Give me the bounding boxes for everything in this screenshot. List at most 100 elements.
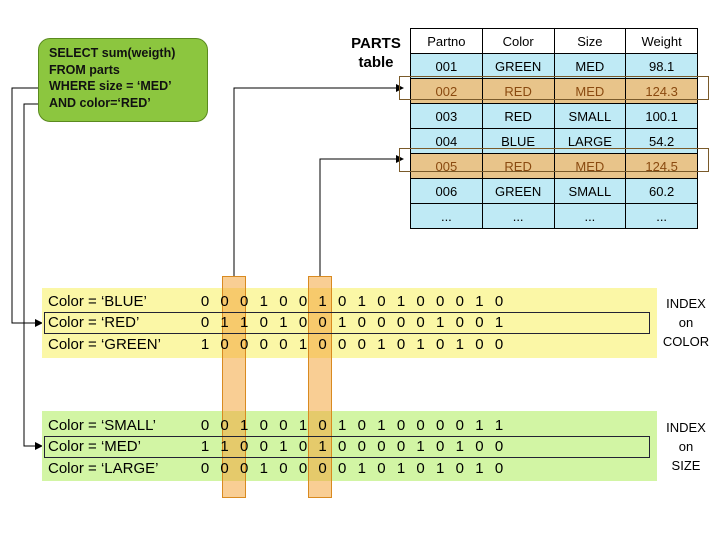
bit-value: 0 [318, 460, 327, 477]
bit-value: 0 [220, 336, 229, 353]
red-row-outline [44, 312, 650, 334]
parts-table-label: PARTS table [345, 34, 407, 72]
bit-value: 0 [455, 460, 464, 477]
bit-value: 0 [475, 336, 484, 353]
bit-value: 0 [357, 417, 366, 434]
table-row: 003 RED SMALL 100.1 [410, 103, 698, 129]
bit-value: 0 [279, 336, 288, 353]
bit-value: 0 [298, 314, 308, 331]
bit-value: 1 [377, 417, 386, 434]
bit-value: 0 [416, 417, 425, 434]
bit-value: 1 [298, 336, 308, 353]
bit-value: 0 [416, 460, 425, 477]
column-header: Weight [625, 28, 698, 54]
bit-value: 1 [259, 293, 268, 310]
arrow-bitcol-to-row-005 [319, 155, 404, 276]
bit-value: 1 [416, 438, 425, 455]
bit-value: 0 [240, 438, 249, 455]
bit-value: 0 [357, 336, 366, 353]
table-row: 004 BLUE LARGE 54.2 [410, 128, 698, 154]
bit-value: 0 [436, 293, 445, 310]
cell-color: GREEN [481, 178, 555, 204]
bit-value: 0 [357, 438, 366, 455]
row-002-outline [399, 76, 709, 100]
bit-value: 1 [200, 438, 210, 455]
index-row-label: Color = ‘GREEN’ [48, 336, 161, 353]
bit-value: 0 [494, 460, 504, 477]
cell-size: SMALL [553, 178, 627, 204]
bit-value: 0 [220, 460, 229, 477]
size-index-band [42, 411, 657, 481]
sql-line: WHERE size = ‘MED’ [49, 79, 172, 93]
bit-value: 0 [436, 417, 445, 434]
bit-value: 1 [220, 314, 229, 331]
arrow-bitcol-to-row-002 [233, 84, 404, 276]
med-row-outline [44, 436, 650, 458]
bit-value: 0 [298, 460, 308, 477]
index-row-label: Color = ‘RED’ [48, 314, 140, 331]
bit-value: 0 [396, 438, 406, 455]
bit-value: 0 [416, 314, 425, 331]
index-row-label: Color = ‘LARGE’ [48, 460, 159, 477]
bit-value: 0 [396, 336, 406, 353]
bit-value: 0 [318, 314, 327, 331]
bit-value: 1 [396, 293, 406, 310]
table-row-highlighted: 005 RED MED 124.5 [410, 153, 698, 179]
index-row-label: Color = ‘SMALL’ [48, 417, 156, 434]
bit-value: 0 [298, 293, 308, 310]
column-header: Partno [410, 28, 483, 54]
bit-value: 1 [298, 417, 308, 434]
bit-value: 1 [494, 314, 504, 331]
cell-weight: 60.2 [625, 178, 698, 204]
bit-value: 1 [279, 438, 288, 455]
color-index-band [42, 288, 657, 358]
bit-value: 0 [318, 417, 327, 434]
bit-value: 0 [240, 336, 249, 353]
bit-value: 0 [298, 438, 308, 455]
bit-value: 0 [259, 336, 268, 353]
sql-line: FROM parts [49, 62, 120, 77]
bit-value: 1 [240, 417, 249, 434]
cell-weight: 100.1 [625, 103, 698, 129]
bit-value: 0 [494, 336, 504, 353]
bit-value: 1 [200, 336, 210, 353]
table-row: ... ... ... ... [410, 203, 698, 229]
bit-value: 1 [338, 417, 347, 434]
bit-value: 0 [357, 314, 366, 331]
cell-size: ... [553, 203, 627, 229]
cell-size: SMALL [553, 103, 627, 129]
row-005-outline [399, 148, 709, 172]
index-label-line: INDEX [666, 296, 706, 311]
bit-value: 1 [455, 336, 464, 353]
cell-partno: 004 [410, 128, 483, 154]
bit-value: 0 [377, 314, 386, 331]
bit-value: 0 [279, 417, 288, 434]
bit-column-highlight [308, 276, 332, 498]
index-row-label: Color = ‘BLUE’ [48, 293, 147, 310]
bit-value: 0 [475, 438, 484, 455]
bit-value: 0 [377, 460, 386, 477]
index-label-line: COLOR [662, 334, 710, 349]
cell-size: MED [553, 53, 627, 79]
sql-query-box: SELECT sum(weigth) FROM parts WHERE size… [38, 38, 208, 122]
cell-color: RED [481, 103, 555, 129]
index-label-line: on [678, 315, 694, 330]
sql-line: AND color=‘RED’ [49, 95, 151, 110]
cell-color: BLUE [481, 128, 555, 154]
bit-value: 0 [259, 314, 268, 331]
bit-value: 1 [396, 460, 406, 477]
parts-label-line1: PARTS [351, 35, 401, 52]
cell-partno: 003 [410, 103, 483, 129]
index-on-size-label: INDEX on SIZE [656, 418, 716, 475]
cell-weight: 124.5 [625, 153, 698, 179]
cell-partno: ... [410, 203, 483, 229]
arrow-query-to-med-row [23, 103, 43, 450]
bit-value: 0 [279, 293, 288, 310]
bit-value: 0 [200, 293, 210, 310]
bit-value: 0 [240, 460, 249, 477]
bit-value: 0 [240, 293, 249, 310]
bit-value: 0 [200, 460, 210, 477]
bit-value: 1 [240, 314, 249, 331]
bit-value: 0 [396, 417, 406, 434]
bit-value: 0 [220, 417, 229, 434]
